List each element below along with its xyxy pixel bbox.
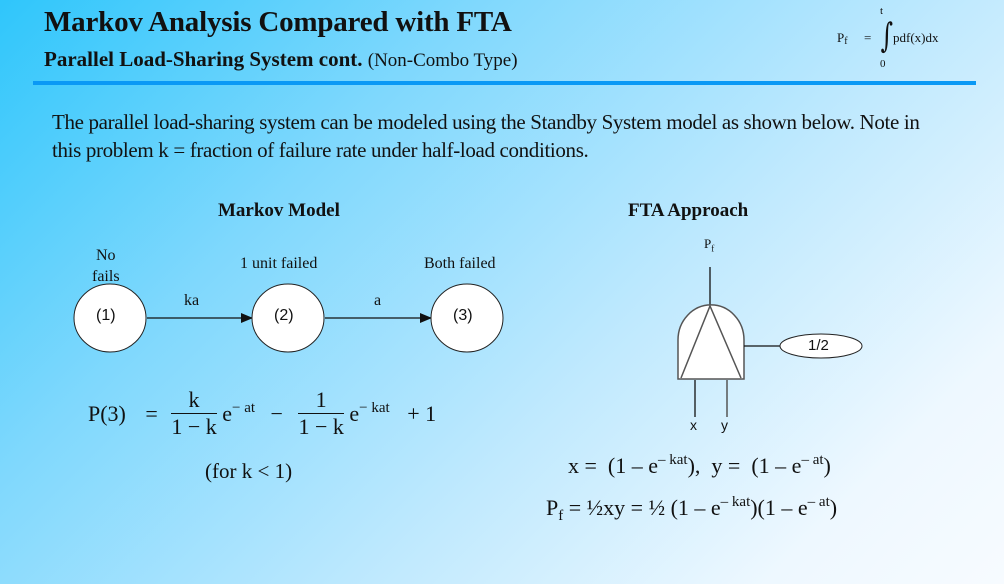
gate-inner-triangle — [680, 304, 742, 379]
factor-ellipse — [779, 333, 863, 359]
header-divider — [33, 81, 976, 85]
state-1-label-line1: No — [96, 247, 116, 264]
equals-sign: = — [864, 30, 872, 45]
slide-subtitle: Parallel Load-Sharing System cont. (Non-… — [44, 47, 518, 72]
transition-rate-ka: ka — [184, 292, 200, 309]
markov-model-heading: Markov Model — [218, 200, 340, 221]
fault-tree-diagram — [677, 267, 863, 417]
and-gate-icon — [677, 304, 745, 380]
header-pf-integral-formula: Pf = t ∫ 0 pdf(x)dx — [835, 5, 975, 74]
p3-equation: P(3) = k 1 − k e− at − 1 1 − k e− kat + … — [88, 387, 437, 439]
fraction-k-over-1-minus-k: k 1 − k — [171, 387, 217, 439]
state-1-id: (1) — [96, 307, 116, 324]
integral-lower-limit: 0 — [880, 58, 886, 70]
transition-rate-a: a — [374, 292, 382, 309]
fta-pf-equation: Pf = ½xy = ½ (1 – e– kat)(1 – e– at) — [546, 494, 838, 524]
pf-symbol: Pf — [837, 30, 848, 47]
state-circle-1 — [73, 283, 147, 353]
state-3-id: (3) — [453, 307, 473, 324]
fta-top-event-pf: Pf — [704, 236, 715, 254]
fraction-1-over-1-minus-k: 1 1 − k — [298, 387, 344, 439]
fta-xy-definitions: x = (1 – e– kat), y = (1 – e– at) — [568, 452, 831, 478]
state-circle-3 — [430, 283, 504, 353]
fta-input-x: x — [690, 417, 697, 433]
state-3-label: Both failed — [424, 255, 496, 272]
state-2-id: (2) — [274, 307, 294, 324]
fta-input-y: y — [721, 417, 728, 433]
state-circle-2 — [251, 283, 325, 353]
fta-gate-factor: 1/2 — [808, 337, 829, 354]
state-1-label-line2: fails — [92, 268, 120, 285]
integral-sign-icon: ∫ — [880, 16, 894, 56]
equation-condition: (for k < 1) — [205, 459, 293, 483]
slide-title: Markov Analysis Compared with FTA — [44, 6, 512, 38]
integrand: pdf(x)dx — [893, 30, 939, 45]
integral-upper-limit: t — [880, 5, 884, 17]
state-2-label: 1 unit failed — [240, 255, 318, 272]
fta-approach-heading: FTA Approach — [628, 200, 749, 221]
subtitle-main: Parallel Load-Sharing System cont. — [44, 47, 363, 71]
intro-paragraph: The parallel load-sharing system can be … — [52, 110, 920, 162]
markov-state-diagram — [73, 283, 504, 353]
subtitle-note: (Non-Combo Type) — [367, 50, 518, 71]
